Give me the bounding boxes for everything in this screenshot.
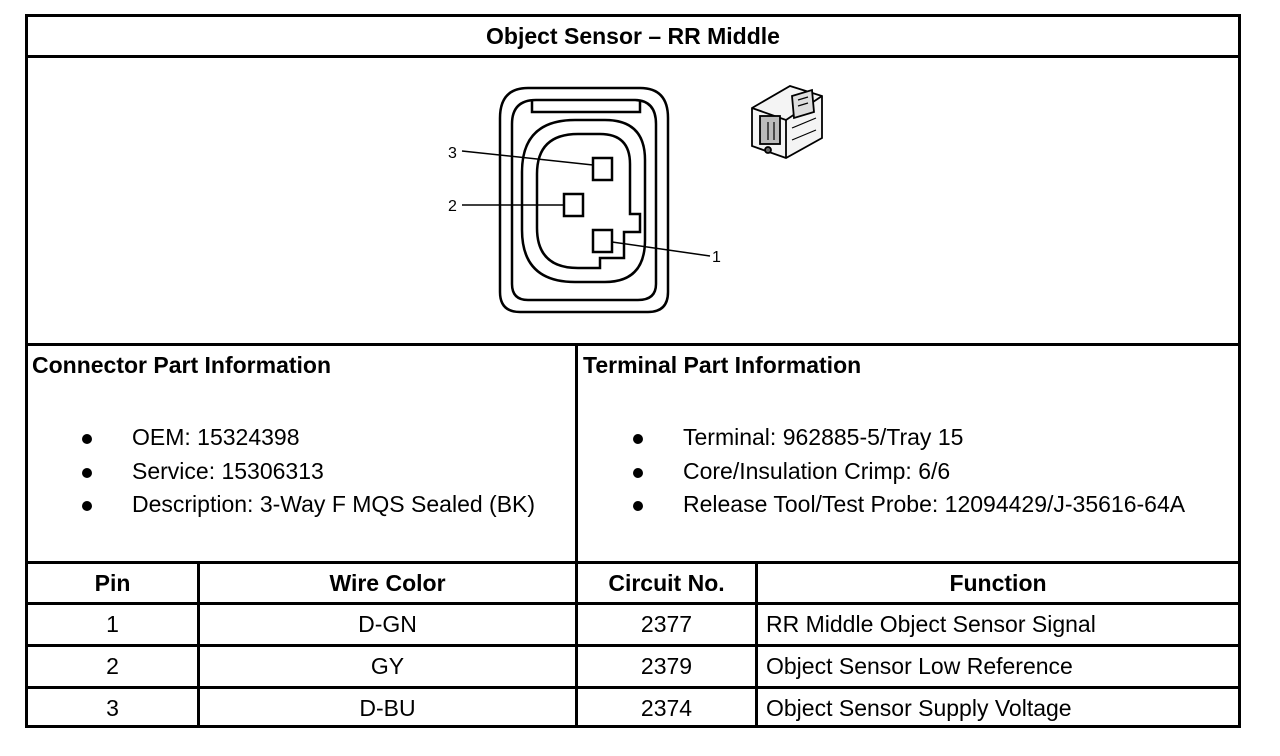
bullet-icon <box>633 434 643 444</box>
pin-label-1: 1 <box>712 249 721 266</box>
divider <box>755 561 758 728</box>
bullet-icon <box>82 501 92 511</box>
pin-label-2: 2 <box>448 198 457 215</box>
list-item: OEM: 15324398 <box>82 421 572 455</box>
function-cell: RR Middle Object Sensor Signal <box>766 611 1096 637</box>
divider <box>25 686 1241 689</box>
page-title: Object Sensor – RR Middle <box>486 22 780 49</box>
connector-face-icon <box>461 86 711 314</box>
wire-color-cell: D-BU <box>359 695 416 721</box>
wire-color-cell: GY <box>370 653 405 679</box>
divider <box>25 343 1241 346</box>
column-header-circuit-no: Circuit No. <box>608 569 725 596</box>
terminal-info-list: Terminal: 962885-5/Tray 15 Core/Insulati… <box>633 421 1238 522</box>
connector-info-list: OEM: 15324398 Service: 15306313 Descript… <box>82 421 572 522</box>
divider <box>575 343 578 728</box>
pin-cell: 2 <box>106 653 119 679</box>
bullet-icon <box>82 467 92 478</box>
connector-3d-icon <box>751 85 823 159</box>
wire-color-cell: D-GN <box>358 611 417 637</box>
divider <box>25 644 1241 647</box>
pin-cell: 1 <box>106 611 119 637</box>
list-item: Service: 15306313 <box>82 455 572 489</box>
circuit-cell: 2379 <box>640 653 693 679</box>
column-header-function: Function <box>949 569 1047 596</box>
divider <box>197 561 200 728</box>
list-item: Terminal: 962885-5/Tray 15 <box>633 421 1238 455</box>
bullet-icon <box>82 434 92 444</box>
list-item: Core/Insulation Crimp: 6/6 <box>633 455 1238 489</box>
divider <box>25 561 1241 564</box>
bullet-icon <box>633 501 643 511</box>
connector-info-heading: Connector Part Information <box>32 352 332 378</box>
bullet-icon <box>633 467 643 478</box>
terminal-info-heading: Terminal Part Information <box>583 352 862 378</box>
pin-label-3: 3 <box>448 145 457 162</box>
column-header-wire-color: Wire Color <box>329 569 446 596</box>
pin-cell: 3 <box>106 695 119 721</box>
circuit-cell: 2377 <box>640 611 693 637</box>
circuit-cell: 2374 <box>640 695 693 721</box>
divider <box>25 602 1241 605</box>
connector-diagram: 3 2 1 <box>28 58 1238 343</box>
column-header-pin: Pin <box>94 569 131 596</box>
list-item: Release Tool/Test Probe: 12094429/J-3561… <box>633 488 1238 522</box>
function-cell: Object Sensor Supply Voltage <box>766 695 1072 721</box>
function-cell: Object Sensor Low Reference <box>766 653 1073 679</box>
divider <box>25 55 1241 58</box>
document-frame <box>25 14 1241 728</box>
list-item: Description: 3-Way F MQS Sealed (BK) <box>82 488 572 522</box>
